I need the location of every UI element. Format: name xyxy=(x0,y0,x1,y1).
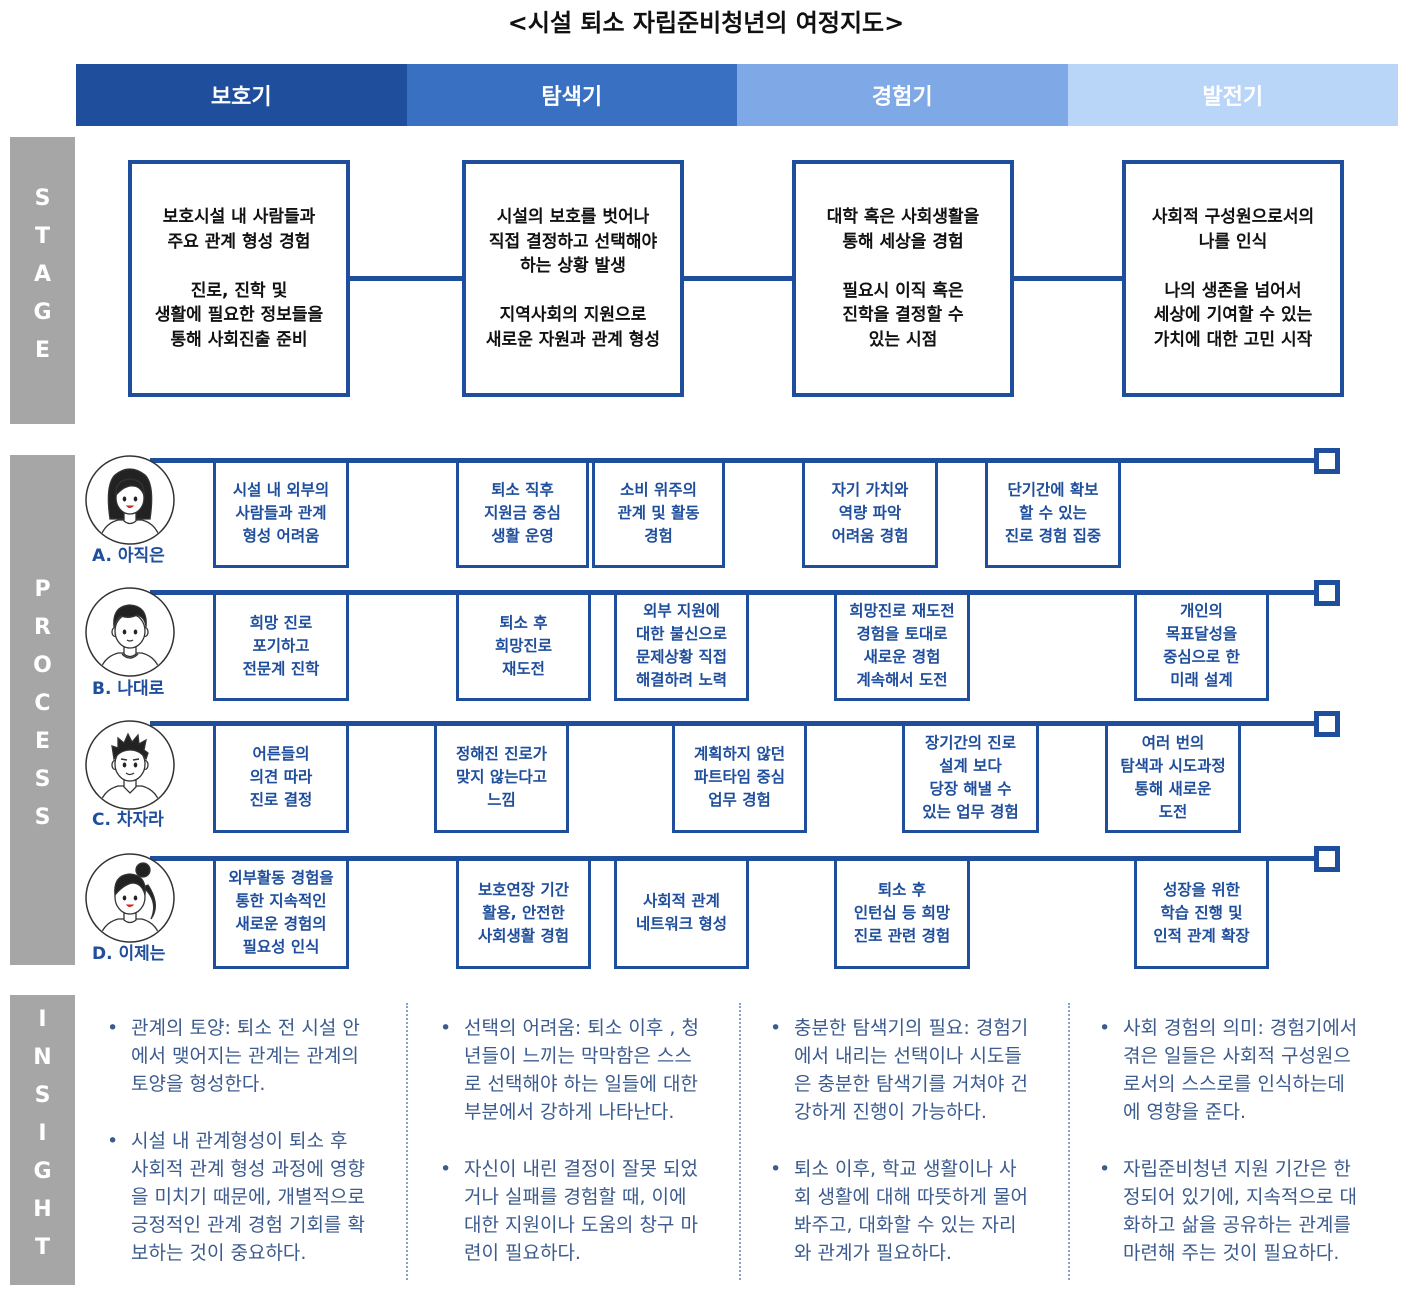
process-step-text: 단기간에 확보 할 수 있는 진로 경험 집중 xyxy=(1004,481,1102,545)
process-step-c3: 계획하지 않던 파트타임 중심 업무 경험 xyxy=(672,722,807,833)
timeline-end-marker-c xyxy=(1314,711,1340,737)
process-step-text: 보호연장 기간 활용, 안전한 사회생활 경험 xyxy=(478,880,569,945)
process-step-a5: 단기간에 확보 할 수 있는 진로 경험 집중 xyxy=(985,459,1121,568)
stage-box-experience: 대학 혹은 사회생활을 통해 세상을 경험 필요시 이직 혹은 진학을 결정할 … xyxy=(792,160,1014,397)
stage-section-label: STAGE xyxy=(10,137,75,424)
process-step-d3: 사회적 관계 네트워크 형성 xyxy=(614,857,749,969)
insight-divider xyxy=(1068,1003,1070,1280)
stage-text: 대학 혹은 사회생활을 통해 세상을 경험 필요시 이직 혹은 진학을 결정할 … xyxy=(826,207,980,350)
persona-label-c: C. 차자라 xyxy=(92,810,164,830)
stage-box-exploration: 시설의 보호를 벗어나 직접 결정하고 선택해야 하는 상황 발생 지역사회의 … xyxy=(462,160,684,397)
insight-bullet: 자신이 내린 결정이 잘못 되었 거나 실패를 경험할 때, 이에 대한 지원이… xyxy=(440,1155,699,1267)
stage-connector-line xyxy=(346,276,1126,281)
process-step-text: 여러 번의 탐색과 시도과정 통해 새로운 도전 xyxy=(1120,733,1226,821)
process-step-a2: 퇴소 직후 지원금 중심 생활 운영 xyxy=(456,459,589,568)
timeline-line-c xyxy=(150,721,1316,726)
process-step-d5: 성장을 위한 학습 진행 및 인적 관계 확장 xyxy=(1134,857,1269,969)
process-step-d4: 퇴소 후 인턴십 등 희망 진로 관련 경험 xyxy=(834,857,970,969)
process-step-text: 퇴소 후 인턴십 등 희망 진로 관련 경험 xyxy=(853,880,951,945)
process-step-a3: 소비 위주의 관계 및 활동 경험 xyxy=(592,459,725,568)
process-step-b5: 개인의 목표달성을 중심으로 한 미래 설계 xyxy=(1134,591,1269,701)
stage-label-text: STAGE xyxy=(30,185,55,376)
persona-label-a: A. 아직은 xyxy=(92,546,165,566)
process-step-text: 퇴소 후 희망진로 재도전 xyxy=(494,613,553,678)
process-step-text: 희망진로 재도전 경험을 토대로 새로운 경험 계속해서 도전 xyxy=(849,602,955,689)
persona-avatar-d xyxy=(85,853,175,943)
process-label-text: PROCESS xyxy=(30,577,55,843)
insight-bullet: 선택의 어려움: 퇴소 이후 , 청 년들이 느끼는 막막함은 스스 로 선택해… xyxy=(440,1014,699,1126)
persona-avatar-c xyxy=(85,720,175,810)
process-step-text: 외부활동 경험을 통한 지속적인 새로운 경험의 필요성 인식 xyxy=(228,869,334,956)
page-title: <시설 퇴소 자립준비청년의 여정지도> xyxy=(507,9,905,37)
persona-label-d: D. 이제는 xyxy=(92,944,166,964)
phase-header: 보호기 탐색기 경험기 발전기 xyxy=(76,64,1398,126)
process-step-text: 장기간의 진로 설계 보다 당장 해낼 수 있는 업무 경험 xyxy=(922,733,1019,821)
process-step-text: 성장을 위한 학습 진행 및 인적 관계 확장 xyxy=(1153,880,1250,945)
timeline-line-d xyxy=(150,856,1316,861)
process-step-a1: 시설 내 외부의 사람들과 관계 형성 어려움 xyxy=(213,459,349,568)
insight-bullet: 관계의 토양: 퇴소 전 시설 안 에서 맺어지는 관계는 관계의 토양을 형성… xyxy=(107,1014,365,1098)
persona-avatar-b xyxy=(85,587,175,677)
insight-column-exploration: 선택의 어려움: 퇴소 이후 , 청 년들이 느끼는 막막함은 스스 로 선택해… xyxy=(440,1014,699,1267)
stage-box-protection: 보호시설 내 사람들과 주요 관계 형성 경험 진로, 진학 및 생활에 필요한… xyxy=(128,160,350,397)
timeline-end-marker-a xyxy=(1314,448,1340,474)
process-step-a4: 자기 가치와 역량 파악 어려움 경험 xyxy=(802,459,938,568)
stage-text: 사회적 구성원으로서의 나를 인식 나의 생존을 넘어서 세상에 기여할 수 있… xyxy=(1151,207,1315,350)
process-step-text: 사회적 관계 네트워크 형성 xyxy=(636,892,727,933)
insight-bullet: 퇴소 이후, 학교 생활이나 사 회 생활에 대해 따뜻하게 물어 봐주고, 대… xyxy=(770,1155,1028,1267)
process-step-text: 개인의 목표달성을 중심으로 한 미래 설계 xyxy=(1163,602,1240,689)
insight-bullet: 사회 경험의 의미: 경험기에서 겪은 일들은 사회적 구성원으 로서의 스스로… xyxy=(1099,1014,1357,1126)
timeline-end-marker-d xyxy=(1314,846,1340,872)
insight-bullet: 자립준비청년 지원 기간은 한 정되어 있기에, 지속적으로 대 화하고 삶을 … xyxy=(1099,1155,1357,1267)
stage-text: 시설의 보호를 벗어나 직접 결정하고 선택해야 하는 상황 발생 지역사회의 … xyxy=(485,207,661,350)
timeline-line-a xyxy=(150,458,1316,463)
persona-label-b: B. 나대로 xyxy=(92,679,165,699)
phase-protection: 보호기 xyxy=(76,64,407,126)
process-step-c4: 장기간의 진로 설계 보다 당장 해낼 수 있는 업무 경험 xyxy=(902,722,1039,833)
process-step-text: 소비 위주의 관계 및 활동 경험 xyxy=(617,481,700,545)
insight-divider xyxy=(739,1003,741,1280)
process-step-d1: 외부활동 경험을 통한 지속적인 새로운 경험의 필요성 인식 xyxy=(213,857,349,969)
phase-experience: 경험기 xyxy=(737,64,1068,126)
process-step-c1: 어른들의 의견 따라 진로 결정 xyxy=(213,722,349,833)
phase-development: 발전기 xyxy=(1067,64,1398,126)
insight-label-text: INSIGHT xyxy=(30,1007,55,1273)
process-step-text: 희망 진로 포기하고 전문계 진학 xyxy=(242,613,320,678)
process-step-b2: 퇴소 후 희망진로 재도전 xyxy=(456,591,591,701)
process-step-text: 자기 가치와 역량 파악 어려움 경험 xyxy=(831,481,909,545)
process-step-b4: 희망진로 재도전 경험을 토대로 새로운 경험 계속해서 도전 xyxy=(834,591,970,701)
process-step-text: 외부 지원에 대한 불신으로 문제상황 직접 해결하려 노력 xyxy=(636,602,727,689)
insight-divider xyxy=(406,1003,408,1280)
persona-avatar-a xyxy=(85,455,175,545)
stage-text: 보호시설 내 사람들과 주요 관계 형성 경험 진로, 진학 및 생활에 필요한… xyxy=(154,207,324,350)
process-step-b3: 외부 지원에 대한 불신으로 문제상황 직접 해결하려 노력 xyxy=(614,591,749,701)
process-step-c2: 정해진 진로가 맞지 않는다고 느낌 xyxy=(434,722,569,833)
process-step-text: 퇴소 직후 지원금 중심 생활 운영 xyxy=(484,481,561,545)
insight-column-development: 사회 경험의 의미: 경험기에서 겪은 일들은 사회적 구성원으 로서의 스스로… xyxy=(1099,1014,1357,1267)
process-section-label: PROCESS xyxy=(10,455,75,965)
process-step-b1: 희망 진로 포기하고 전문계 진학 xyxy=(213,591,349,701)
stage-box-development: 사회적 구성원으로서의 나를 인식 나의 생존을 넘어서 세상에 기여할 수 있… xyxy=(1122,160,1344,397)
process-step-text: 정해진 진로가 맞지 않는다고 느낌 xyxy=(456,745,547,809)
timeline-line-b xyxy=(150,590,1316,595)
insight-bullet: 시설 내 관계형성이 퇴소 후 사회적 관계 형성 과정에 영향 을 미치기 때… xyxy=(107,1127,365,1267)
process-step-d2: 보호연장 기간 활용, 안전한 사회생활 경험 xyxy=(456,857,591,969)
process-step-text: 어른들의 의견 따라 진로 결정 xyxy=(249,745,313,809)
phase-exploration: 탐색기 xyxy=(406,64,737,126)
insight-bullet: 충분한 탐색기의 필요: 경험기 에서 내리는 선택이나 시도들 은 충분한 탐… xyxy=(770,1014,1028,1126)
insight-section-label: INSIGHT xyxy=(10,995,75,1285)
process-step-text: 시설 내 외부의 사람들과 관계 형성 어려움 xyxy=(232,481,330,545)
process-step-text: 계획하지 않던 파트타임 중심 업무 경험 xyxy=(694,745,785,809)
insight-column-protection: 관계의 토양: 퇴소 전 시설 안 에서 맺어지는 관계는 관계의 토양을 형성… xyxy=(107,1014,365,1267)
insight-column-experience: 충분한 탐색기의 필요: 경험기 에서 내리는 선택이나 시도들 은 충분한 탐… xyxy=(770,1014,1028,1267)
process-step-c5: 여러 번의 탐색과 시도과정 통해 새로운 도전 xyxy=(1105,722,1241,833)
timeline-end-marker-b xyxy=(1314,580,1340,606)
